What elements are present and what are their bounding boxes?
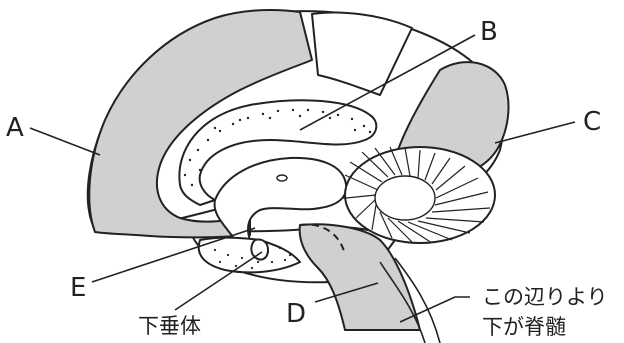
label-spinal-line1: この辺りより xyxy=(482,285,608,309)
label-a: A xyxy=(6,113,24,143)
leader-a xyxy=(30,128,100,155)
label-d: D xyxy=(286,299,306,329)
cerebellum xyxy=(345,147,495,243)
label-c: C xyxy=(583,107,601,137)
label-b: B xyxy=(480,17,498,47)
label-spinal-line2: 下が脊髄 xyxy=(482,315,566,339)
label-e: E xyxy=(70,273,86,303)
label-pituitary: 下垂体 xyxy=(138,314,201,338)
massa-intermedia xyxy=(277,175,287,181)
